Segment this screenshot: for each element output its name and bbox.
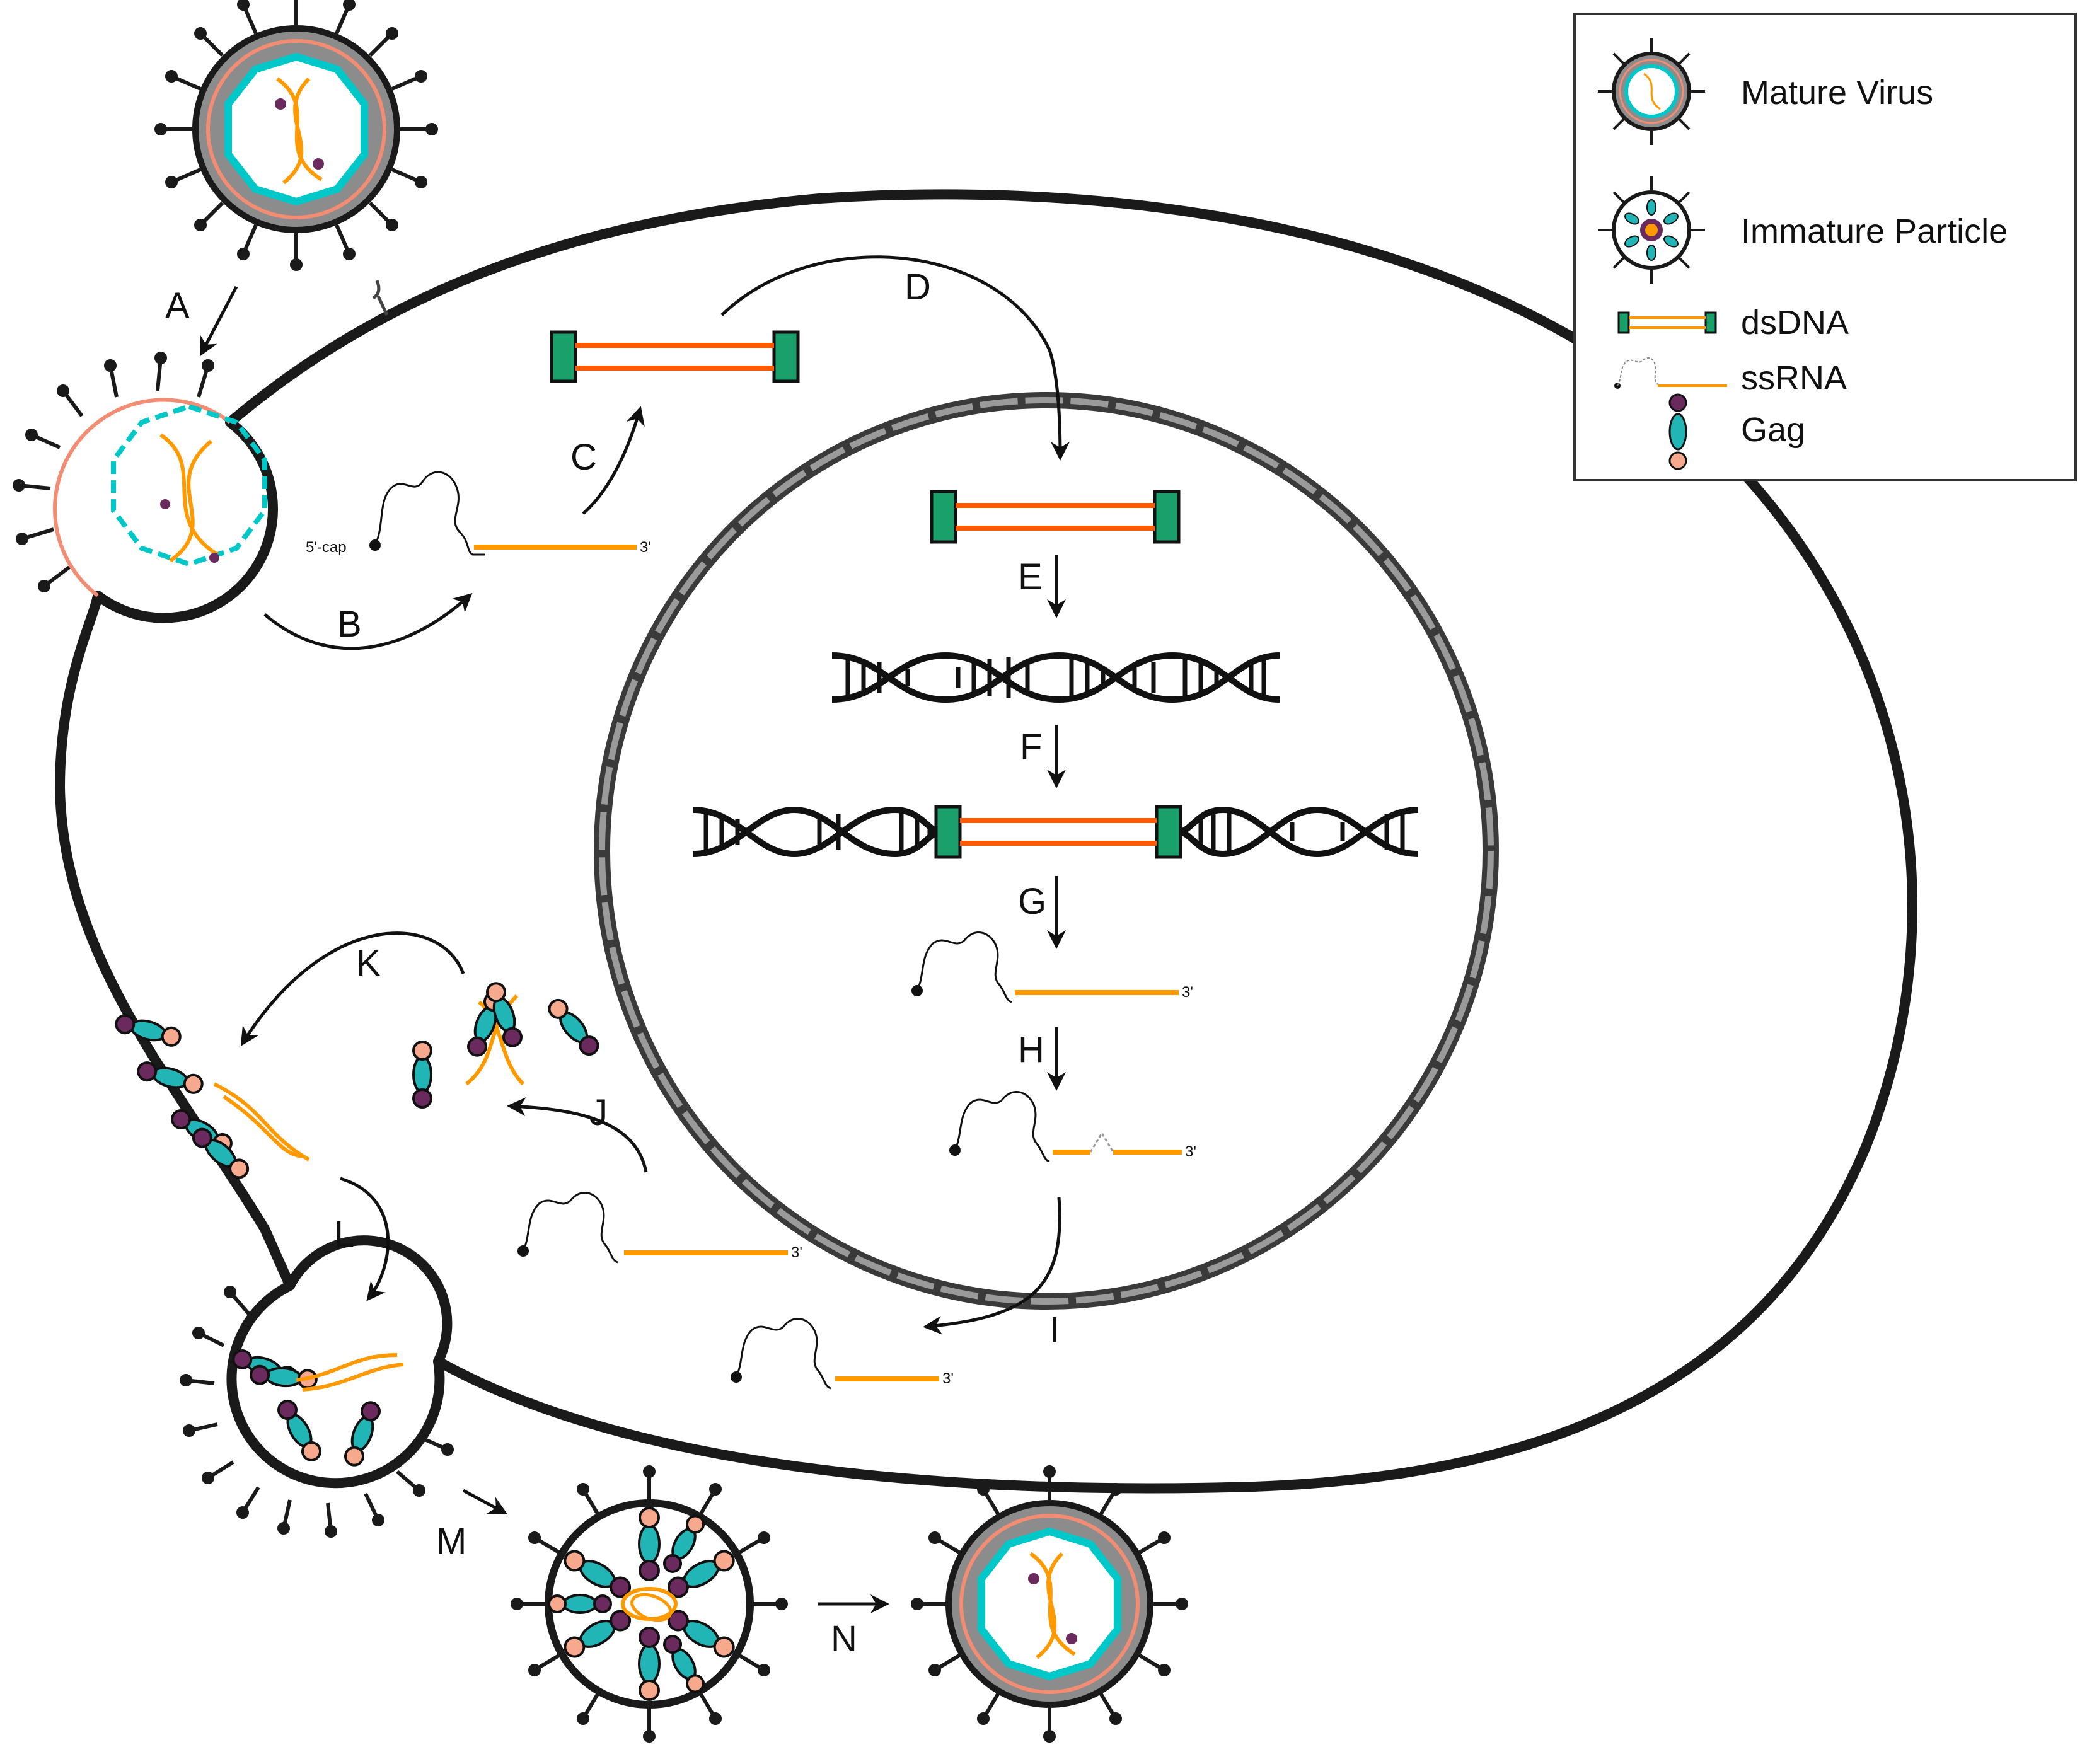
label-d: D: [905, 267, 931, 308]
dsdna-nucleus: [930, 490, 1181, 544]
host-dna-helix: [831, 652, 1280, 703]
label-n: N: [831, 1618, 857, 1659]
legend: Mature Virus Immature Particle dsDNA: [1573, 13, 2077, 481]
label-i: I: [1049, 1310, 1060, 1351]
mature-virus-released: [911, 1465, 1188, 1743]
cytoplasmic-rna: 3': [517, 1192, 802, 1264]
spliced-rna: 3': [949, 1091, 1196, 1163]
label-l: L: [334, 1214, 354, 1255]
dsdna-cytoplasm: [550, 330, 800, 383]
arrow-m: [462, 1489, 508, 1514]
spikes: [154, 0, 438, 271]
label-f: F: [1020, 727, 1042, 768]
arrow-l: [340, 1177, 390, 1301]
exported-rna: 3': [731, 1318, 954, 1390]
receptor: [372, 280, 389, 316]
arrow-i: [923, 1197, 1061, 1335]
legend-dsdna-icon: [1617, 311, 1717, 334]
label-b: B: [337, 604, 362, 645]
cell-membrane: [55, 189, 1917, 1494]
legend-ssrna-label: ssRNA: [1741, 359, 1847, 397]
arrow-j: [507, 1097, 648, 1173]
mature-virus-entering: [154, 0, 438, 271]
svg-text:3': 3': [1182, 984, 1193, 1001]
legend-ssrna-icon: [1614, 357, 1727, 389]
ssrna-transcript: 3': [911, 931, 1193, 1003]
label-e: E: [1018, 556, 1043, 597]
legend-gag-label: Gag: [1741, 411, 1805, 449]
label-h: H: [1018, 1029, 1044, 1070]
label-k: K: [356, 943, 381, 984]
arrow-c: [582, 406, 645, 515]
label-m: M: [436, 1521, 466, 1562]
label-c: C: [570, 437, 597, 478]
label-j: J: [589, 1092, 608, 1133]
legend-dsdna-label: dsDNA: [1741, 304, 1849, 342]
arrow-b: [263, 592, 473, 650]
label-a: A: [165, 285, 190, 326]
immature-particle: [511, 1465, 788, 1743]
legend-immature-particle-icon: [1598, 176, 1705, 284]
svg-text:5'-cap: 5'-cap: [306, 539, 347, 556]
legend-gag-icon: [1668, 393, 1687, 470]
arrow-k: [240, 931, 465, 1047]
legend-immature-particle-label: Immature Particle: [1741, 212, 2008, 250]
svg-text:3': 3': [791, 1244, 802, 1261]
legend-mature-virus-icon: [1598, 38, 1705, 145]
gag-rna-complex: [412, 982, 599, 1109]
membrane-gag-assembly: [115, 1014, 310, 1179]
nucleus: [594, 392, 1499, 1310]
svg-text:3': 3': [1185, 1143, 1196, 1160]
legend-mature-virus-label: Mature Virus: [1741, 74, 1933, 112]
ssrna-incoming: 5'-cap 3': [306, 471, 651, 556]
integrated-provirus: [693, 805, 1419, 859]
svg-text:3': 3': [942, 1370, 954, 1387]
arrow-a: [200, 285, 238, 357]
budding-particle: [180, 1281, 454, 1538]
label-g: G: [1018, 881, 1046, 922]
entry-site: [13, 352, 267, 597]
arrow-d: [720, 255, 1070, 461]
svg-text:3': 3': [640, 539, 651, 556]
